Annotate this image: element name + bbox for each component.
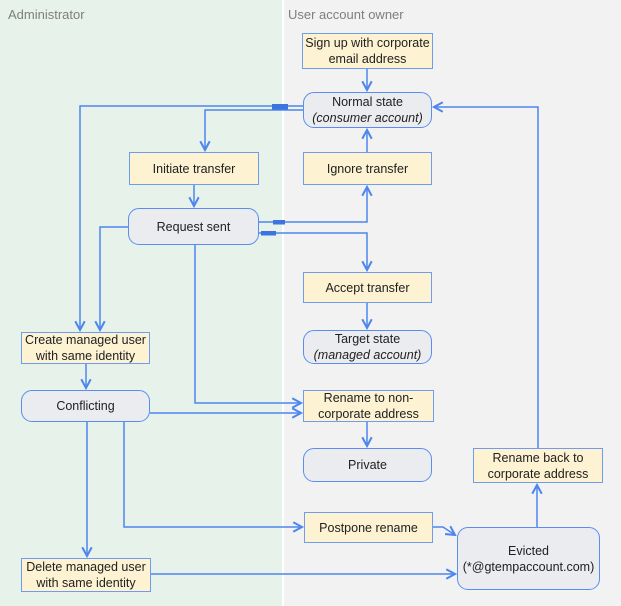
node-label: corporate address bbox=[318, 407, 419, 421]
node-label: Delete managed user bbox=[26, 560, 146, 574]
node-sublabel: (*@gtempaccount.com) bbox=[462, 559, 595, 574]
node-label: Create managed user bbox=[25, 333, 146, 347]
node-label: corporate address bbox=[487, 466, 589, 481]
node-request-sent: Request sent bbox=[128, 208, 259, 245]
node-target-state: Target state (managed account) bbox=[303, 330, 432, 364]
node-rename-to-non-corporate: Rename to non- corporate address bbox=[303, 390, 434, 422]
node-sublabel: (consumer account) bbox=[312, 111, 423, 125]
node-label: with same identity bbox=[35, 349, 136, 363]
node-ignore-transfer: Ignore transfer bbox=[303, 152, 432, 185]
node-sign-up-with-corporate-email: Sign up with corporate email address bbox=[302, 33, 433, 69]
node-rename-back-to-corporate: Rename back to corporate address bbox=[473, 448, 603, 483]
node-normal-state: Normal state (consumer account) bbox=[303, 92, 432, 128]
node-accept-transfer: Accept transfer bbox=[303, 272, 432, 303]
node-label: Request sent bbox=[156, 219, 231, 234]
node-conflicting: Conflicting bbox=[21, 390, 150, 422]
administrator-region-background bbox=[0, 0, 282, 606]
node-private: Private bbox=[303, 448, 432, 482]
node-label: Accept transfer bbox=[325, 280, 410, 295]
node-label: Conflicting bbox=[56, 399, 115, 413]
node-label: Ignore transfer bbox=[326, 161, 409, 176]
node-label: with same identity bbox=[36, 576, 136, 590]
node-initiate-transfer: Initiate transfer bbox=[129, 152, 259, 185]
user-account-owner-region-label: User account owner bbox=[288, 7, 404, 22]
node-postpone-rename: Postpone rename bbox=[304, 512, 433, 543]
node-label: Sign up with corporate bbox=[305, 36, 430, 50]
node-label: Private bbox=[348, 458, 387, 472]
node-label: Rename back to bbox=[492, 450, 584, 465]
node-label: Evicted bbox=[508, 543, 549, 558]
node-label: email address bbox=[328, 52, 407, 66]
node-label: Initiate transfer bbox=[152, 161, 236, 176]
administrator-region-label: Administrator bbox=[8, 7, 85, 22]
node-label: Normal state bbox=[332, 95, 403, 109]
node-create-managed-user: Create managed user with same identity bbox=[21, 332, 150, 364]
node-label: Rename to non- bbox=[323, 391, 414, 405]
node-delete-managed-user: Delete managed user with same identity bbox=[21, 558, 151, 592]
node-label: Target state bbox=[334, 332, 401, 346]
node-sublabel: (managed account) bbox=[313, 348, 422, 362]
node-label: Postpone rename bbox=[319, 520, 418, 535]
node-evicted: Evicted (*@gtempaccount.com) bbox=[457, 527, 600, 590]
